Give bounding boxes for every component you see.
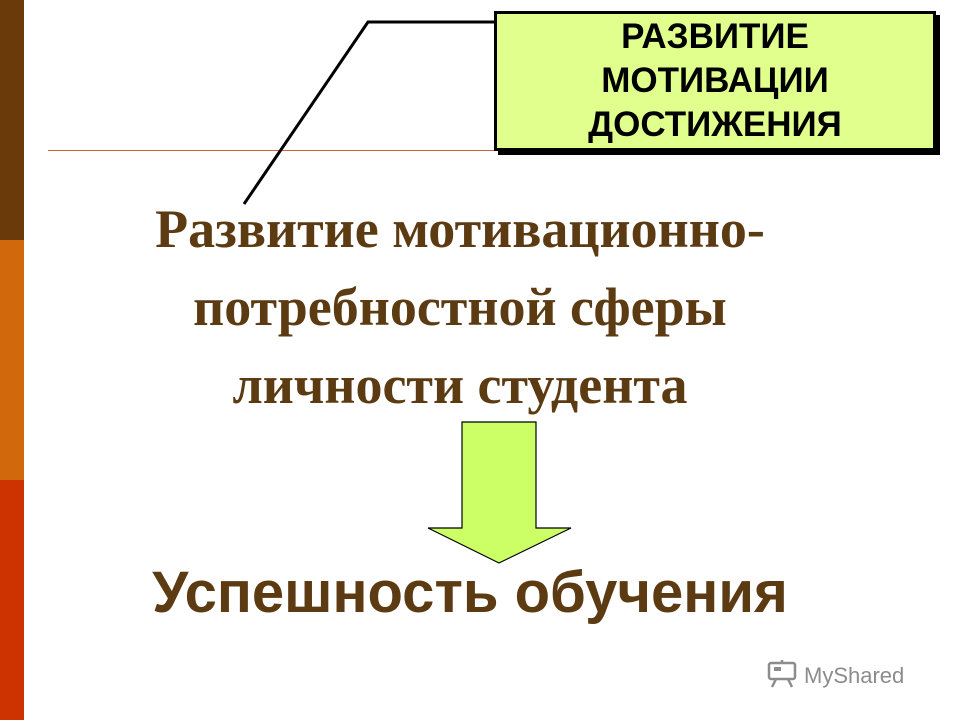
callout-box: РАЗВИТИЕ МОТИВАЦИИ ДОСТИЖЕНИЯ xyxy=(494,11,936,151)
watermark: MyShared xyxy=(766,656,904,696)
callout-connector-line xyxy=(242,20,494,205)
accent-bar-orange xyxy=(0,240,24,480)
projector-icon xyxy=(766,659,798,694)
accent-bar-dark xyxy=(0,0,24,240)
down-arrow xyxy=(427,421,572,564)
watermark-text: MyShared xyxy=(804,663,905,688)
callout-text: РАЗВИТИЕ МОТИВАЦИИ ДОСТИЖЕНИЯ xyxy=(588,17,842,144)
accent-bar-red xyxy=(0,480,24,720)
result-text: Успешность обучения xyxy=(152,560,788,625)
horizontal-rule xyxy=(48,150,496,151)
main-heading: Развитие мотивационно- потребностной сфе… xyxy=(155,199,765,415)
